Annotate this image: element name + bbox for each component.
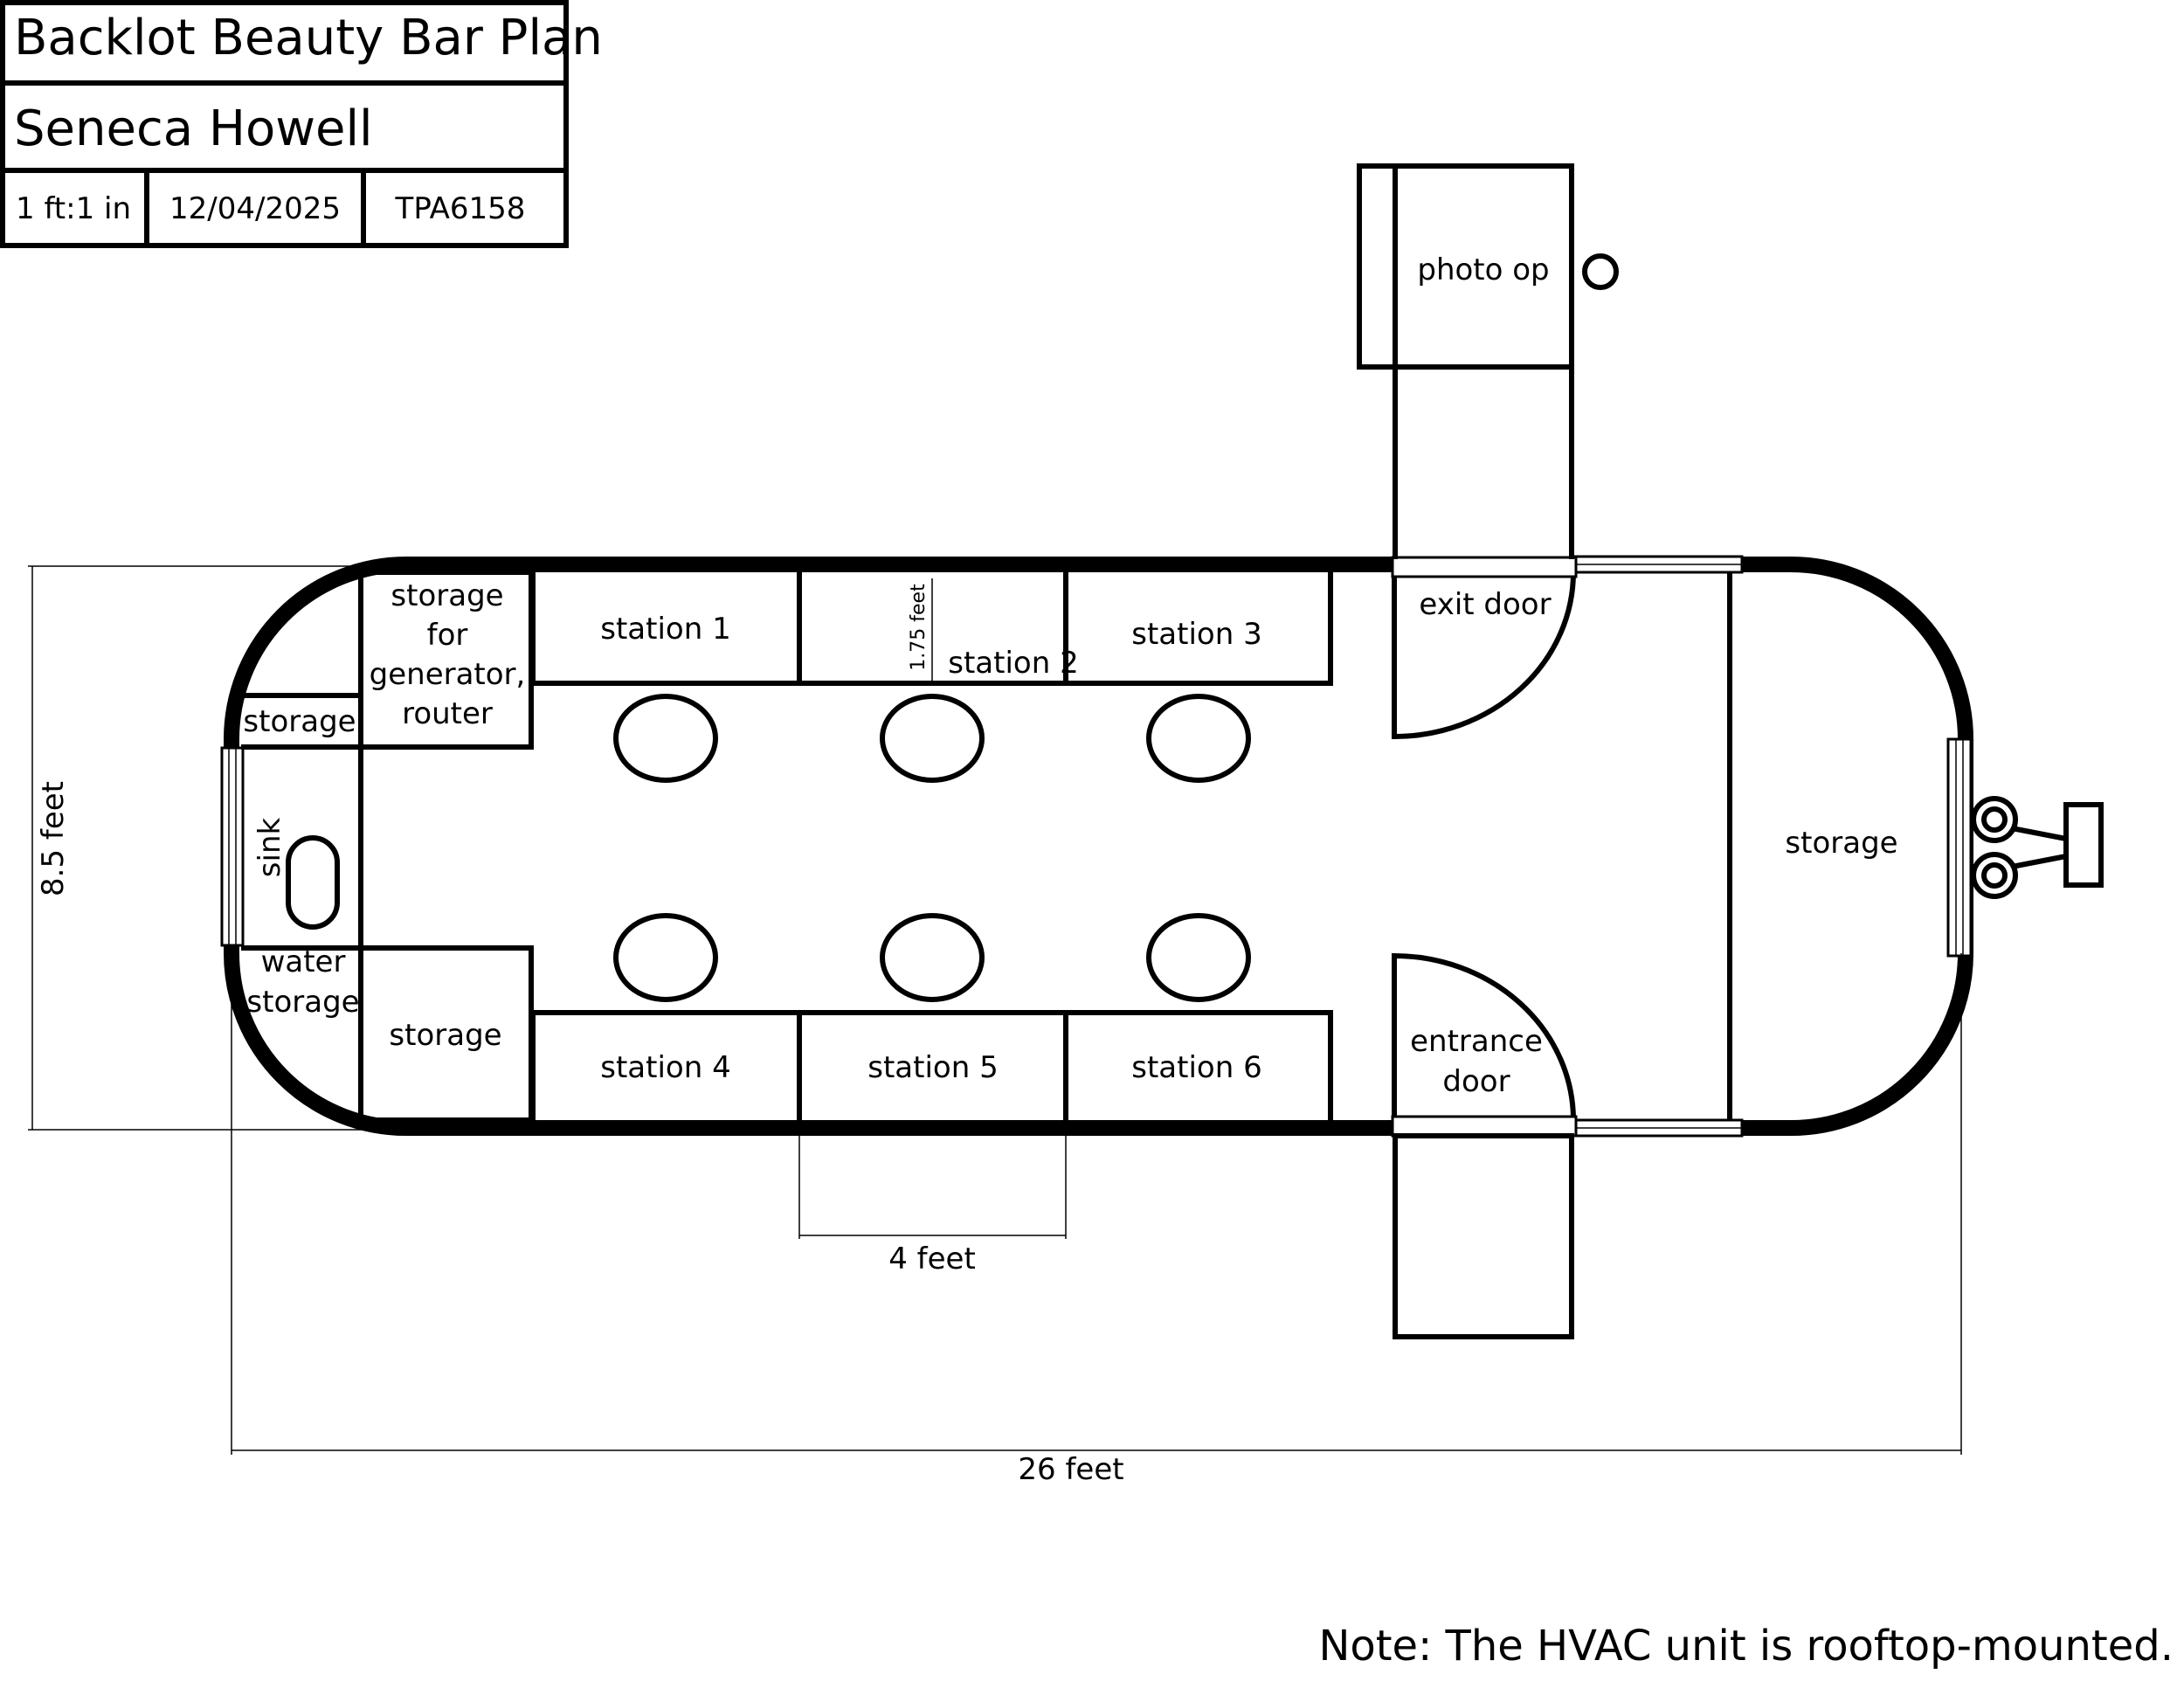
light-icon	[1582, 253, 1619, 290]
date-label: 12/04/2025	[169, 191, 341, 226]
stool	[613, 913, 718, 1002]
storage-generator-label-2: for	[427, 618, 468, 653]
front-compartments: storage for generator, router storage si…	[241, 570, 534, 1123]
station-depth-label: 1.75 feet	[908, 584, 930, 671]
stool	[1146, 913, 1251, 1002]
station-3-label: station 3	[1131, 617, 1261, 652]
stools	[613, 694, 1251, 1002]
station-1-label: station 1	[600, 612, 730, 647]
dimensions: 8.5 feet 26 feet 4 feet 1.75 feet	[28, 565, 1962, 1487]
water-storage-label-1: water	[261, 944, 346, 979]
exit-door-swing	[1392, 571, 1576, 740]
scale-label: 1 ft:1 in	[16, 191, 131, 226]
height-dimension-label: 8.5 feet	[36, 781, 71, 896]
entrance-door-label-1: entrance	[1410, 1024, 1543, 1059]
sink-label: sink	[252, 817, 287, 877]
entrance-ramp	[1393, 1133, 1574, 1339]
exit-door-threshold	[1391, 556, 1578, 578]
project-title: Backlot Beauty Bar Plan	[14, 10, 603, 66]
stool	[1146, 694, 1251, 783]
front-window	[220, 746, 245, 947]
stations: station 1 station 2 station 3 station 4 …	[530, 572, 1333, 1120]
hitch-wheel-icon	[1971, 852, 2018, 899]
storage-lower-label: storage	[389, 1018, 501, 1053]
station-5-label: station 5	[867, 1050, 998, 1085]
entrance-door-label-2: door	[1442, 1064, 1510, 1099]
exit-door-label: exit door	[1419, 587, 1551, 622]
exterior-structures: photo op	[1357, 163, 1619, 1339]
title-block-frame	[0, 0, 569, 248]
storage-small-label: storage	[243, 704, 356, 739]
station-6-label: station 6	[1131, 1050, 1261, 1085]
water-storage-label-2: storage	[246, 985, 359, 1020]
photo-op-label: photo op	[1417, 253, 1549, 287]
bottom-stations-outline	[530, 1010, 1333, 1120]
trailer-hitch	[1971, 796, 2104, 899]
storage-generator-label-4: router	[402, 696, 493, 731]
title-block: Backlot Beauty Bar Plan Seneca Howell 1 …	[0, 0, 603, 248]
stool	[613, 694, 718, 783]
doors: exit door entrance door	[1391, 556, 1578, 1138]
rear-window	[1946, 737, 1973, 958]
stool	[880, 694, 985, 783]
hitch-coupler	[2063, 802, 2104, 888]
photo-op-backdrop	[1357, 163, 1398, 370]
stool	[880, 913, 985, 1002]
entrance-door-threshold	[1391, 1115, 1578, 1138]
storage-generator-label-1: storage	[390, 578, 503, 613]
trailer-outer-wall	[224, 557, 1973, 1136]
station-2-label: station 2	[948, 646, 1078, 681]
sink-basin	[286, 835, 340, 930]
hvac-note: Note: The HVAC unit is rooftop-mounted.	[1318, 1622, 2174, 1671]
length-dimension-label: 26 feet	[1018, 1452, 1123, 1487]
windows	[220, 555, 1973, 1138]
station-4-label: station 4	[600, 1050, 730, 1085]
entrance-door-swing	[1392, 952, 1576, 1121]
storage-generator-label-3: generator,	[370, 657, 526, 692]
station-width-label: 4 feet	[888, 1242, 976, 1276]
hitch-wheel-icon	[1971, 796, 2018, 843]
storage-rear-label: storage	[1785, 826, 1897, 861]
designer-name: Seneca Howell	[14, 100, 373, 157]
drawing-code: TPA6158	[395, 191, 526, 226]
rear-storage: storage	[1727, 572, 1898, 1120]
trailer-body	[224, 557, 1973, 1136]
